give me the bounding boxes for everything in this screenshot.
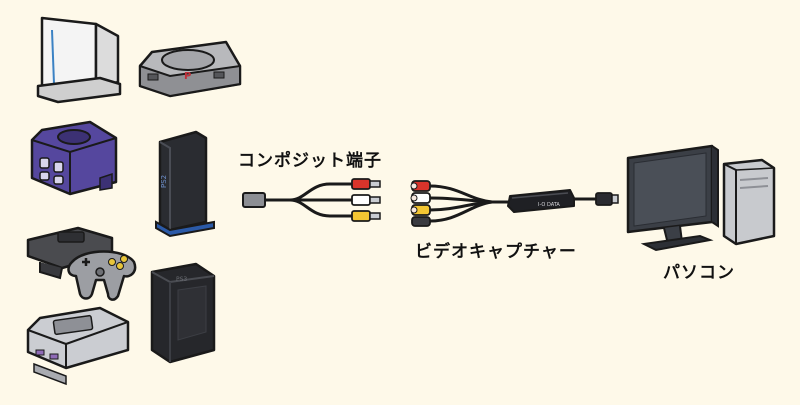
usb-plug [595, 192, 613, 206]
ps2-console-icon: PS2 [155, 130, 215, 238]
white-rca-plug [351, 194, 381, 206]
capture-white-jack [410, 192, 431, 204]
capture-yellow-jack [410, 204, 431, 216]
n64-controller-icon [67, 250, 137, 301]
capture-brand-label: I-O DATA [538, 202, 560, 208]
red-rca-plug [351, 178, 381, 190]
pc-monitor-icon [626, 144, 719, 252]
video-capture-label: ビデオキャプチャー [415, 242, 577, 262]
yellow-rca-plug [351, 210, 381, 222]
composite-terminal-label: コンポジット端子 [238, 151, 382, 171]
video-capture-device-icon: I-O DATA [410, 180, 619, 227]
composite-cable-icon [242, 178, 381, 222]
gamecube-console-icon [30, 120, 118, 196]
pc-label: パソコン [663, 263, 735, 283]
capture-red-jack [410, 180, 431, 192]
playstation-console-icon: P [138, 40, 242, 98]
av-multi-plug [242, 192, 266, 208]
pc-tower-icon [722, 158, 776, 246]
ps3-logo: PS3 [176, 276, 187, 283]
capture-svideo-jack [411, 216, 431, 227]
ps-logo: P [184, 71, 191, 82]
ps2-logo: PS2 [160, 175, 168, 188]
ps3-console-icon: PS3 [150, 262, 216, 364]
super-famicom-console-icon [26, 306, 130, 386]
wii-console-icon [36, 16, 122, 104]
